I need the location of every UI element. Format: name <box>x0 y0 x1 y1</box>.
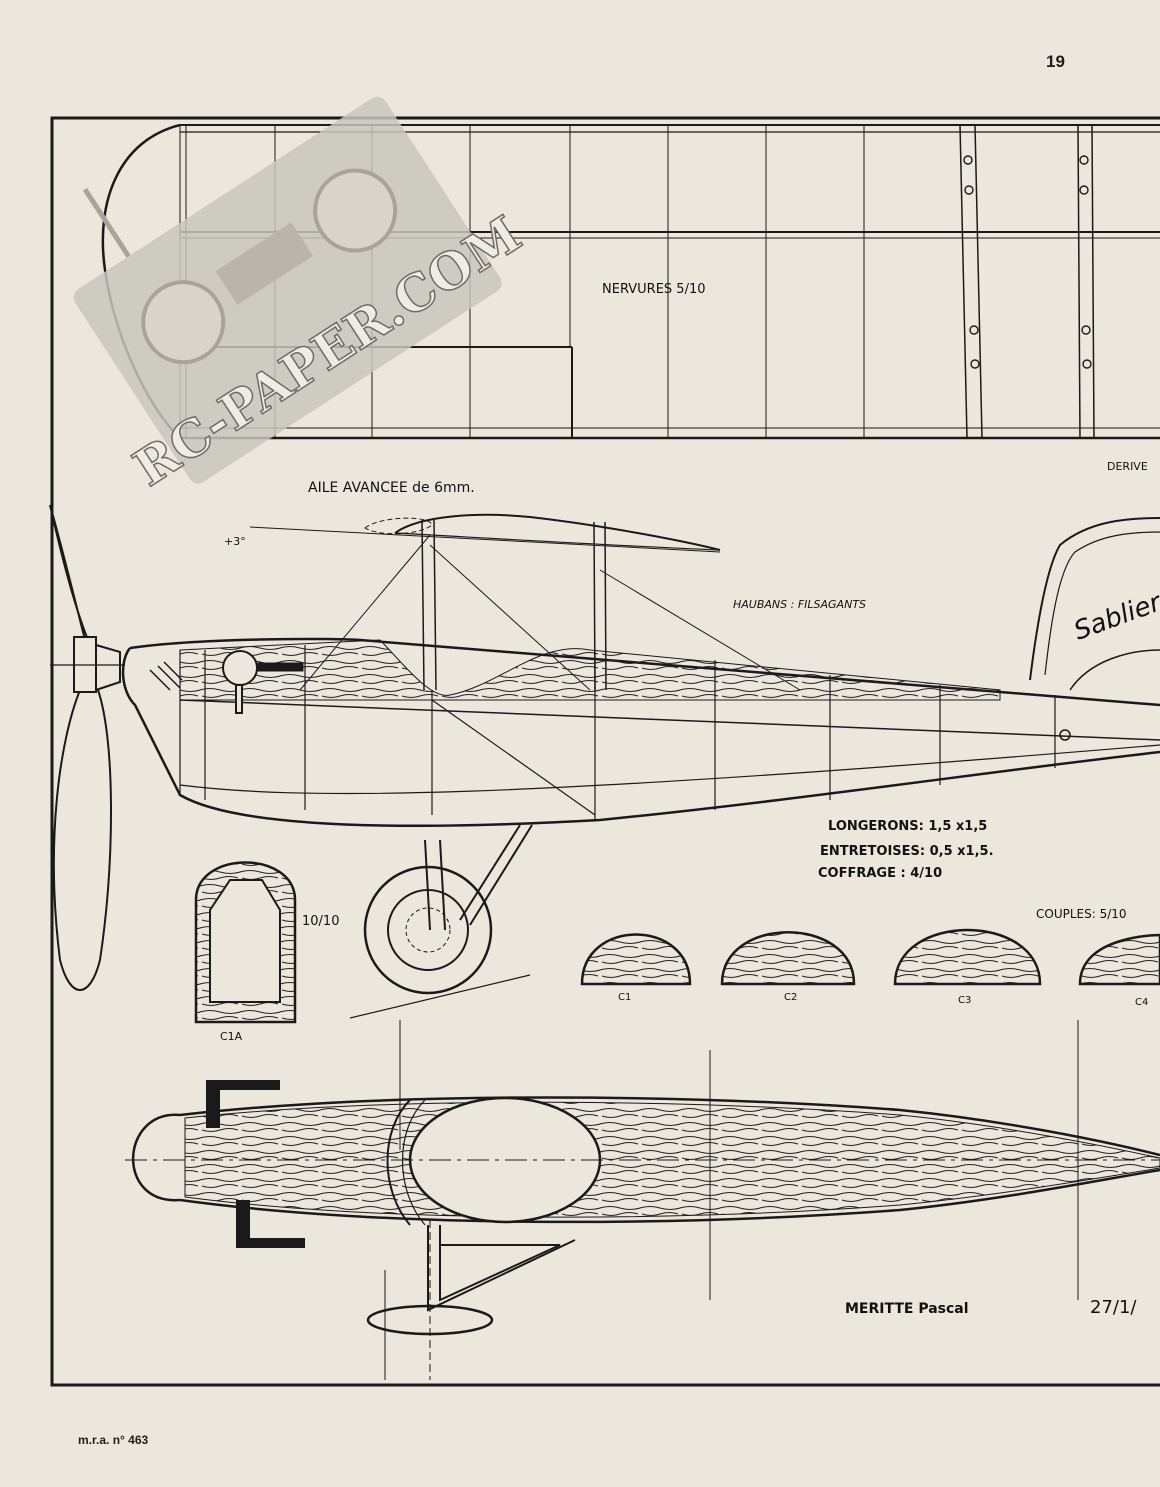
couples-label: COUPLES: 5/10 <box>1036 907 1127 921</box>
fuselage-top-view <box>125 1020 1160 1380</box>
former-c2 <box>720 931 856 986</box>
c1a-label: C1A <box>220 1030 243 1043</box>
rc-paper-watermark: RC-PAPER.COM <box>73 96 532 498</box>
page-number: 19 <box>1046 52 1065 71</box>
date-label: 27/1/ <box>1090 1297 1137 1318</box>
haubans-label: HAUBANS : FILSAGANTS <box>733 598 866 611</box>
former-c4 <box>1078 933 1160 986</box>
nervures-label: NERVURES 5/10 <box>602 282 706 297</box>
plan-frame <box>50 116 1160 1387</box>
coffrage-label: COFFRAGE : 4/10 <box>818 866 942 881</box>
former-c1 <box>580 933 692 986</box>
footer-issue: m.r.a. n° 463 <box>78 1433 149 1447</box>
aile-label: AILE AVANCEE de 6mm. <box>308 480 475 496</box>
c1a-thickness-label: 10/10 <box>302 914 339 929</box>
c4-label: C4 <box>1135 997 1148 1008</box>
c3-label: C3 <box>958 995 971 1006</box>
fuselage-side-view <box>49 504 1160 1019</box>
derive-label: DERIVE <box>1107 460 1148 473</box>
c2-label: C2 <box>784 992 797 1003</box>
former-c3 <box>893 928 1042 986</box>
author-label: MERITTE Pascal <box>845 1301 969 1317</box>
sablier-label: Sablier <box>1070 587 1160 647</box>
c1-label: C1 <box>618 992 631 1003</box>
angle-label: +3° <box>224 535 246 548</box>
entretoises-label: ENTRETOISES: 0,5 x1,5. <box>820 844 994 859</box>
former-c1a <box>194 861 297 1024</box>
longerons-label: LONGERONS: 1,5 x1,5 <box>828 819 987 834</box>
